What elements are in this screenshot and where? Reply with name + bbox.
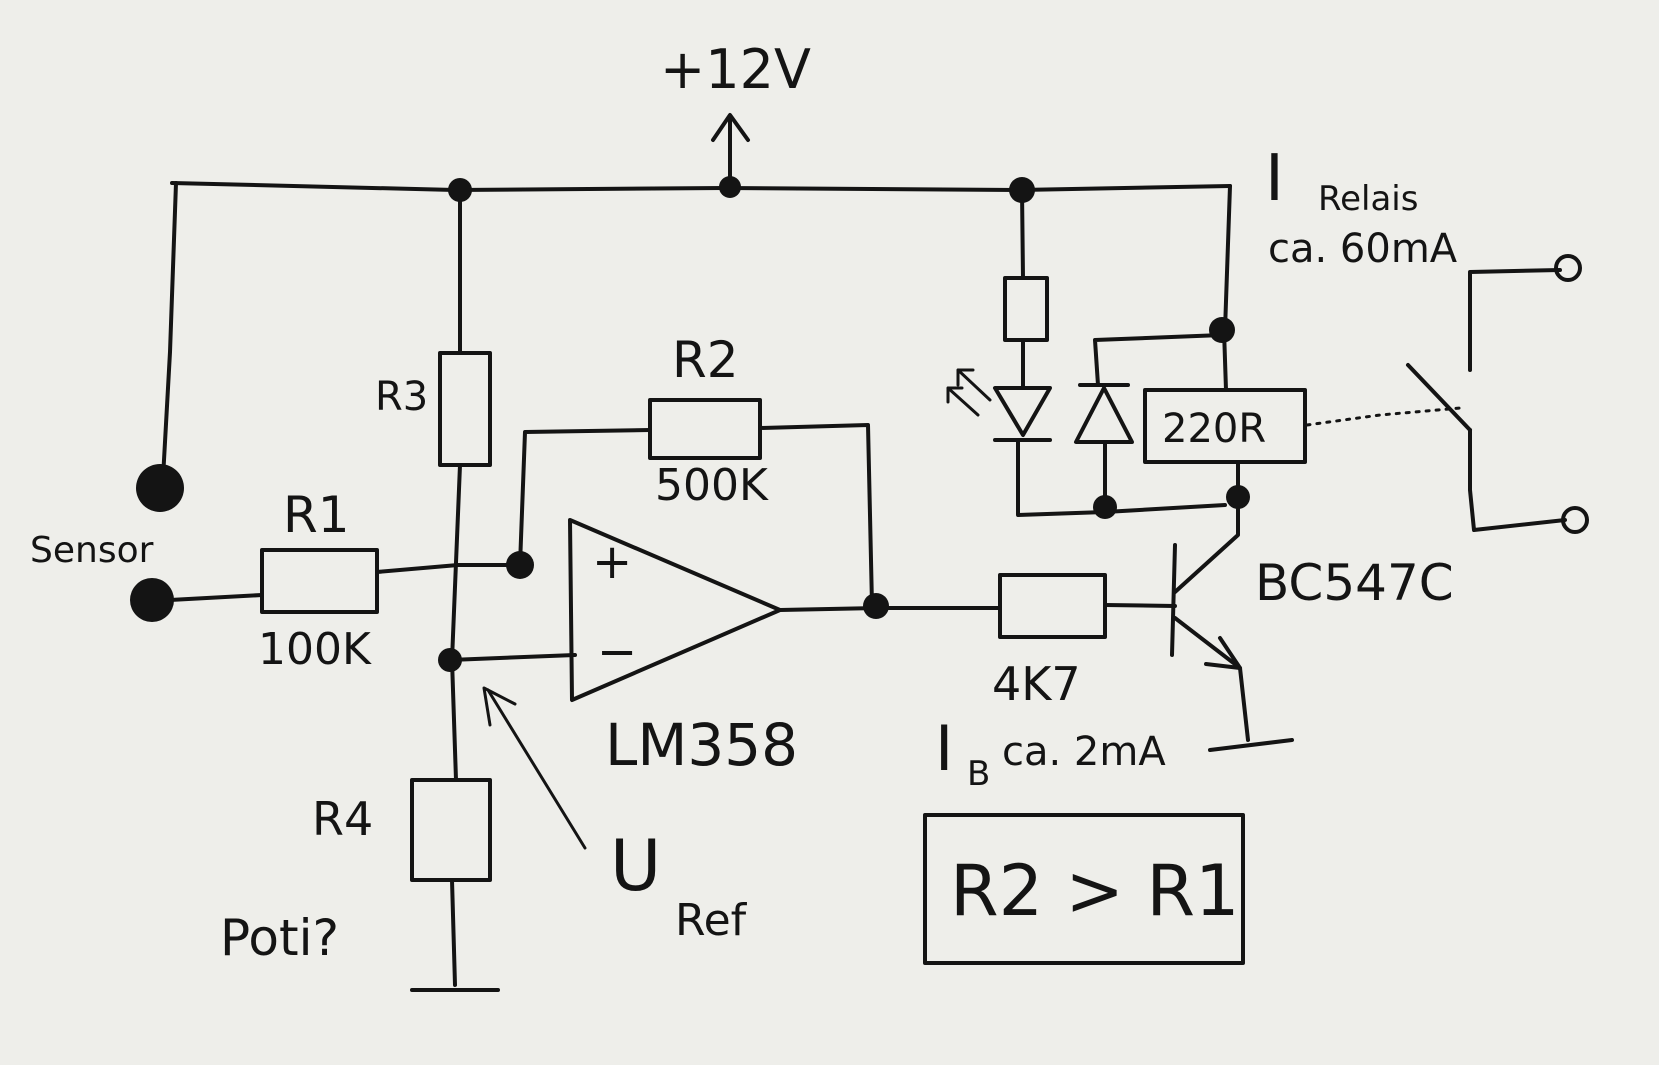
relay-coil [1143,388,1307,464]
note-text: R2 > R1 [950,850,1240,932]
resistor-r4 [410,778,492,882]
svg-text:Relais: Relais [1318,179,1418,219]
relay-current-label: I Relais ca. 60mA [1265,142,1458,272]
reference-voltage-label: U Ref [610,825,748,946]
base-current-label: I B ca. 2mA [935,712,1166,794]
resistor-led [1003,276,1049,342]
svg-text:ca. 2mA: ca. 2mA [1002,729,1166,775]
opamp-plus-label: + [592,534,632,590]
svg-text:Ref: Ref [675,895,748,946]
svg-text:U: U [610,825,661,907]
sensor-terminal [130,578,264,622]
note-box [923,813,1245,965]
resistor-base-value: 4K7 [992,657,1081,711]
resistor-r1-value: 100K [258,624,372,675]
sensor-label: Sensor [30,530,154,571]
transistor-name: BC547C [1255,554,1454,612]
svg-text:B: B [967,754,990,794]
resistor-r1 [260,548,379,614]
resistor-base [998,573,1107,639]
reference-arrow [486,688,587,850]
resistor-r4-name: R4 [312,792,373,846]
svg-text:I: I [935,712,953,785]
resistor-r3-name: R3 [375,374,428,420]
opamp-lm358 [568,518,782,702]
led-symbol [946,368,1052,442]
resistor-r2 [648,398,762,460]
resistor-r3 [438,351,492,467]
transistor-bc547c [1170,488,1294,752]
potentiometer-note: Poti? [220,909,339,967]
relay-switch [1406,254,1589,534]
supply-arrow [711,113,750,198]
resistor-r2-name: R2 [672,331,739,389]
opamp-name: LM358 [605,711,798,779]
opamp-minus-label: − [597,624,637,680]
freewheel-diode [1074,383,1134,444]
resistor-r2-value: 500K [655,460,769,511]
relay-linkage [1305,406,1462,427]
svg-text:I: I [1265,142,1284,216]
relay-coil-value: 220R [1162,406,1266,452]
resistor-r1-name: R1 [283,486,350,544]
supply-label: +12V [660,38,811,101]
svg-text:ca. 60mA: ca. 60mA [1268,226,1458,272]
